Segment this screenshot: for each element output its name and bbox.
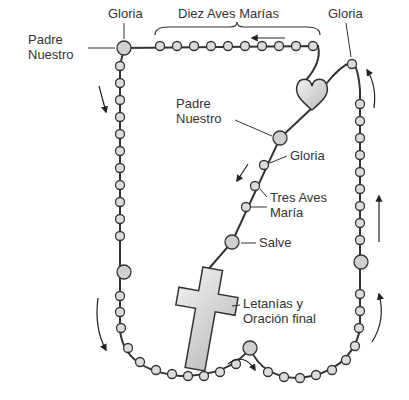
small-bead bbox=[264, 368, 273, 377]
small-bead bbox=[184, 372, 193, 381]
small-bead bbox=[116, 164, 125, 173]
small-bead bbox=[356, 117, 365, 126]
small-bead bbox=[116, 130, 125, 139]
small-bead bbox=[168, 370, 177, 379]
bead-label: Gloria bbox=[328, 6, 363, 21]
small-bead bbox=[173, 42, 182, 51]
small-bead bbox=[156, 42, 165, 51]
small-bead bbox=[216, 368, 225, 377]
small-bead bbox=[355, 324, 364, 333]
direction-arrows bbox=[97, 38, 381, 370]
bracket bbox=[155, 22, 320, 35]
bead-label: Tres Aves María bbox=[270, 190, 348, 220]
bead-label: Gloria bbox=[108, 6, 143, 21]
large-bead bbox=[117, 41, 131, 55]
bead-label: Padre Nuestro bbox=[28, 32, 88, 62]
small-bead bbox=[190, 42, 199, 51]
large-bead bbox=[243, 341, 257, 355]
small-bead bbox=[260, 161, 269, 170]
small-bead bbox=[258, 42, 267, 51]
chain bbox=[120, 46, 360, 378]
bead-label: Gloria bbox=[290, 148, 325, 163]
small-bead bbox=[296, 374, 305, 383]
small-bead bbox=[292, 42, 301, 51]
small-bead bbox=[152, 366, 161, 375]
small-bead bbox=[309, 42, 318, 51]
small-bead bbox=[117, 324, 126, 333]
small-bead bbox=[356, 219, 365, 228]
small-bead bbox=[356, 134, 365, 143]
bead-label: Padre Nuestro bbox=[176, 96, 236, 126]
small-bead bbox=[200, 372, 209, 381]
large-bead bbox=[273, 131, 287, 145]
bead-label: Diez Aves Marías bbox=[178, 6, 279, 21]
small-bead bbox=[275, 42, 284, 51]
small-bead bbox=[116, 232, 125, 241]
small-bead bbox=[207, 42, 216, 51]
small-bead bbox=[312, 371, 321, 380]
small-bead bbox=[241, 42, 250, 51]
crucifix bbox=[165, 264, 242, 375]
beads bbox=[116, 41, 369, 383]
small-bead bbox=[348, 60, 357, 69]
small-bead bbox=[116, 79, 125, 88]
small-bead bbox=[116, 181, 125, 190]
small-bead bbox=[136, 358, 145, 367]
small-bead bbox=[351, 342, 360, 351]
large-bead bbox=[354, 255, 368, 269]
bead-label: Salve bbox=[259, 235, 292, 250]
small-bead bbox=[328, 366, 337, 375]
small-bead bbox=[116, 62, 125, 71]
leader-lines bbox=[88, 23, 351, 306]
small-bead bbox=[356, 100, 365, 109]
small-bead bbox=[356, 202, 365, 211]
small-bead bbox=[116, 308, 125, 317]
small-bead bbox=[356, 168, 365, 177]
small-bead bbox=[251, 182, 260, 191]
small-bead bbox=[356, 290, 365, 299]
small-bead bbox=[116, 198, 125, 207]
large-bead bbox=[225, 235, 239, 249]
large-bead bbox=[117, 265, 131, 279]
small-bead bbox=[356, 236, 365, 245]
small-bead bbox=[342, 356, 351, 365]
small-bead bbox=[280, 373, 289, 382]
small-bead bbox=[224, 42, 233, 51]
heart-medal bbox=[297, 79, 328, 110]
small-bead bbox=[356, 185, 365, 194]
bead-label: Letanías y Oración final bbox=[243, 296, 343, 326]
small-bead bbox=[116, 96, 125, 105]
small-bead bbox=[116, 292, 125, 301]
small-bead bbox=[356, 151, 365, 160]
small-bead bbox=[242, 203, 251, 212]
small-bead bbox=[116, 215, 125, 224]
small-bead bbox=[356, 307, 365, 316]
small-bead bbox=[116, 147, 125, 156]
small-bead bbox=[116, 113, 125, 122]
small-bead bbox=[124, 344, 133, 353]
